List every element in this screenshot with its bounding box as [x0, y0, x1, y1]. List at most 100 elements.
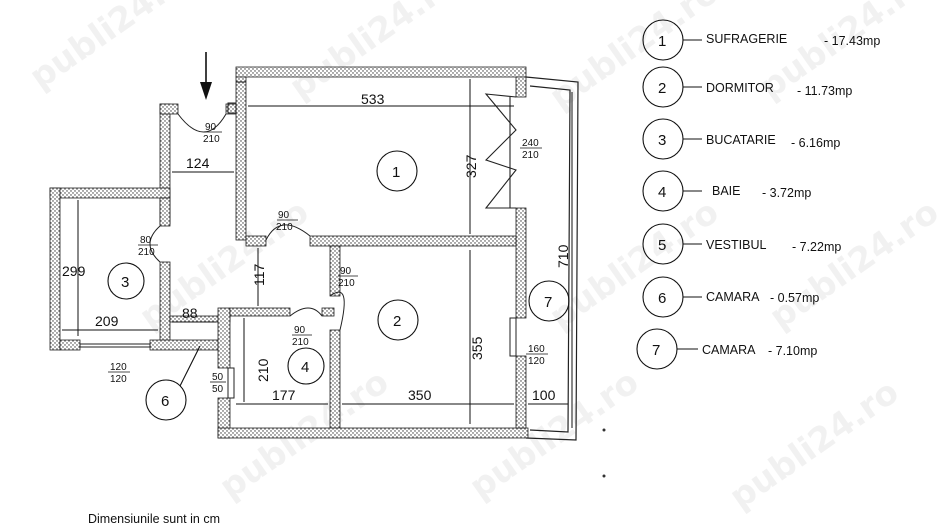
- walls: [49, 66, 529, 439]
- opening-living-door: 90 210: [276, 210, 298, 233]
- opening-living-window: 240 210: [520, 138, 542, 161]
- dim-100: 100: [532, 387, 556, 403]
- svg-text:210: 210: [203, 134, 220, 145]
- opening-bath-window: 50 50: [210, 372, 226, 395]
- svg-text:- 0.57mp: - 0.57mp: [770, 291, 819, 305]
- storage-outline: [525, 76, 579, 441]
- watermark: publi24.ro: [722, 372, 906, 518]
- svg-text:160: 160: [528, 344, 545, 355]
- opening-kitchen-door: 80 210: [138, 235, 158, 258]
- dim-327: 327: [463, 154, 479, 178]
- svg-text:- 7.22mp: - 7.22mp: [792, 240, 841, 254]
- scan-dot: [602, 428, 606, 432]
- svg-text:1: 1: [658, 33, 666, 50]
- svg-text:50: 50: [212, 372, 224, 383]
- legend-item-4: 4 BAIE - 3.72mp: [642, 170, 811, 212]
- dim-355: 355: [469, 336, 485, 360]
- door-swings: [149, 113, 345, 331]
- dim-88: 88: [182, 305, 198, 321]
- svg-text:210: 210: [338, 278, 355, 289]
- watermark-group: publi24.ro publi24.ro publi24.ro publi24…: [22, 0, 938, 517]
- svg-text:90: 90: [340, 266, 352, 277]
- svg-text:3: 3: [121, 274, 129, 291]
- svg-text:CAMARA: CAMARA: [706, 290, 760, 304]
- room-marker-6: 6: [145, 345, 201, 421]
- svg-text:- 11.73mp: - 11.73mp: [797, 84, 852, 98]
- svg-text:4: 4: [301, 359, 309, 376]
- svg-text:4: 4: [658, 184, 666, 201]
- room-marker-4: 4: [287, 347, 325, 385]
- svg-text:50: 50: [212, 384, 224, 395]
- watermark: publi24.ro: [22, 0, 206, 97]
- legend-item-2: 2 DORMITOR - 11.73mp: [642, 66, 852, 108]
- room-marker-2: 2: [377, 299, 419, 341]
- svg-text:120: 120: [110, 374, 127, 385]
- living-window-symbol: [484, 93, 517, 209]
- opening-bath-door: 90 210: [292, 325, 312, 348]
- svg-text:- 7.10mp: - 7.10mp: [768, 344, 817, 358]
- units-note: Dimensiunile sunt in cm: [88, 512, 220, 526]
- svg-text:6: 6: [161, 393, 169, 410]
- svg-text:240: 240: [522, 138, 539, 149]
- dim-209: 209: [95, 313, 119, 329]
- room-marker-7: 7: [528, 280, 570, 322]
- svg-text:SUFRAGERIE: SUFRAGERIE: [706, 32, 787, 46]
- watermark: publi24.ro: [762, 192, 938, 338]
- svg-text:120: 120: [110, 362, 127, 373]
- legend-item-7: 7 CAMARA - 7.10mp: [636, 328, 817, 370]
- svg-text:BAIE: BAIE: [712, 184, 741, 198]
- svg-text:7: 7: [544, 294, 552, 311]
- svg-text:6: 6: [658, 290, 666, 307]
- svg-text:3: 3: [658, 132, 666, 149]
- svg-text:- 6.16mp: - 6.16mp: [791, 136, 840, 150]
- fixtures: [79, 81, 517, 399]
- svg-text:210: 210: [276, 222, 293, 233]
- svg-text:- 3.72mp: - 3.72mp: [762, 186, 811, 200]
- room-marker-1: 1: [376, 150, 418, 192]
- svg-text:DORMITOR: DORMITOR: [706, 81, 774, 95]
- dim-350: 350: [408, 387, 432, 403]
- dim-177: 177: [272, 387, 296, 403]
- dim-117: 117: [251, 263, 267, 286]
- dim-710: 710: [555, 244, 571, 268]
- svg-text:5: 5: [658, 237, 666, 254]
- svg-text:210: 210: [138, 247, 155, 258]
- opening-kitchen-window: 120 120: [108, 362, 130, 385]
- svg-text:90: 90: [294, 325, 306, 336]
- opening-bedroom-door: 90 210: [338, 266, 358, 289]
- svg-text:BUCATARIE: BUCATARIE: [706, 133, 776, 147]
- svg-text:7: 7: [652, 342, 660, 359]
- svg-text:VESTIBUL: VESTIBUL: [706, 238, 766, 252]
- opening-bedroom-window: 160 120: [526, 344, 548, 367]
- room-markers: 1 2 3 4 6 7: [107, 150, 570, 421]
- legend-item-1: 1 SUFRAGERIE - 17.43mp: [642, 19, 880, 61]
- scan-dot: [602, 474, 606, 478]
- dim-124: 124: [186, 155, 210, 171]
- room-marker-3: 3: [107, 262, 145, 300]
- legend-item-5: 5 VESTIBUL - 7.22mp: [642, 223, 841, 265]
- dim-533: 533: [361, 91, 385, 107]
- svg-text:CAMARA: CAMARA: [702, 343, 756, 357]
- svg-text:- 17.43mp: - 17.43mp: [824, 34, 880, 48]
- svg-text:120: 120: [528, 356, 545, 367]
- dimension-lines: [62, 79, 573, 428]
- svg-text:210: 210: [522, 150, 539, 161]
- legend: 1 SUFRAGERIE - 17.43mp 2 DORMITOR - 11.7…: [636, 19, 880, 370]
- opening-labels: 90 210 240 210 90 210 80 210 90 210 90 2…: [108, 122, 548, 395]
- legend-item-6: 6 CAMARA - 0.57mp: [642, 276, 819, 318]
- dim-299: 299: [62, 263, 86, 279]
- svg-text:80: 80: [140, 235, 152, 246]
- svg-text:90: 90: [205, 122, 217, 133]
- dimension-labels: 533 327 124 299 209 88 117 210 177 350 3…: [62, 91, 571, 403]
- opening-entry-door: 90 210: [203, 122, 222, 145]
- svg-text:90: 90: [278, 210, 290, 221]
- svg-text:210: 210: [292, 337, 309, 348]
- svg-text:1: 1: [392, 164, 400, 181]
- entry-arrow-icon: [200, 52, 212, 100]
- svg-text:2: 2: [393, 313, 401, 330]
- svg-text:2: 2: [658, 80, 666, 97]
- legend-item-3: 3 BUCATARIE - 6.16mp: [642, 118, 840, 160]
- dim-210: 210: [255, 358, 271, 382]
